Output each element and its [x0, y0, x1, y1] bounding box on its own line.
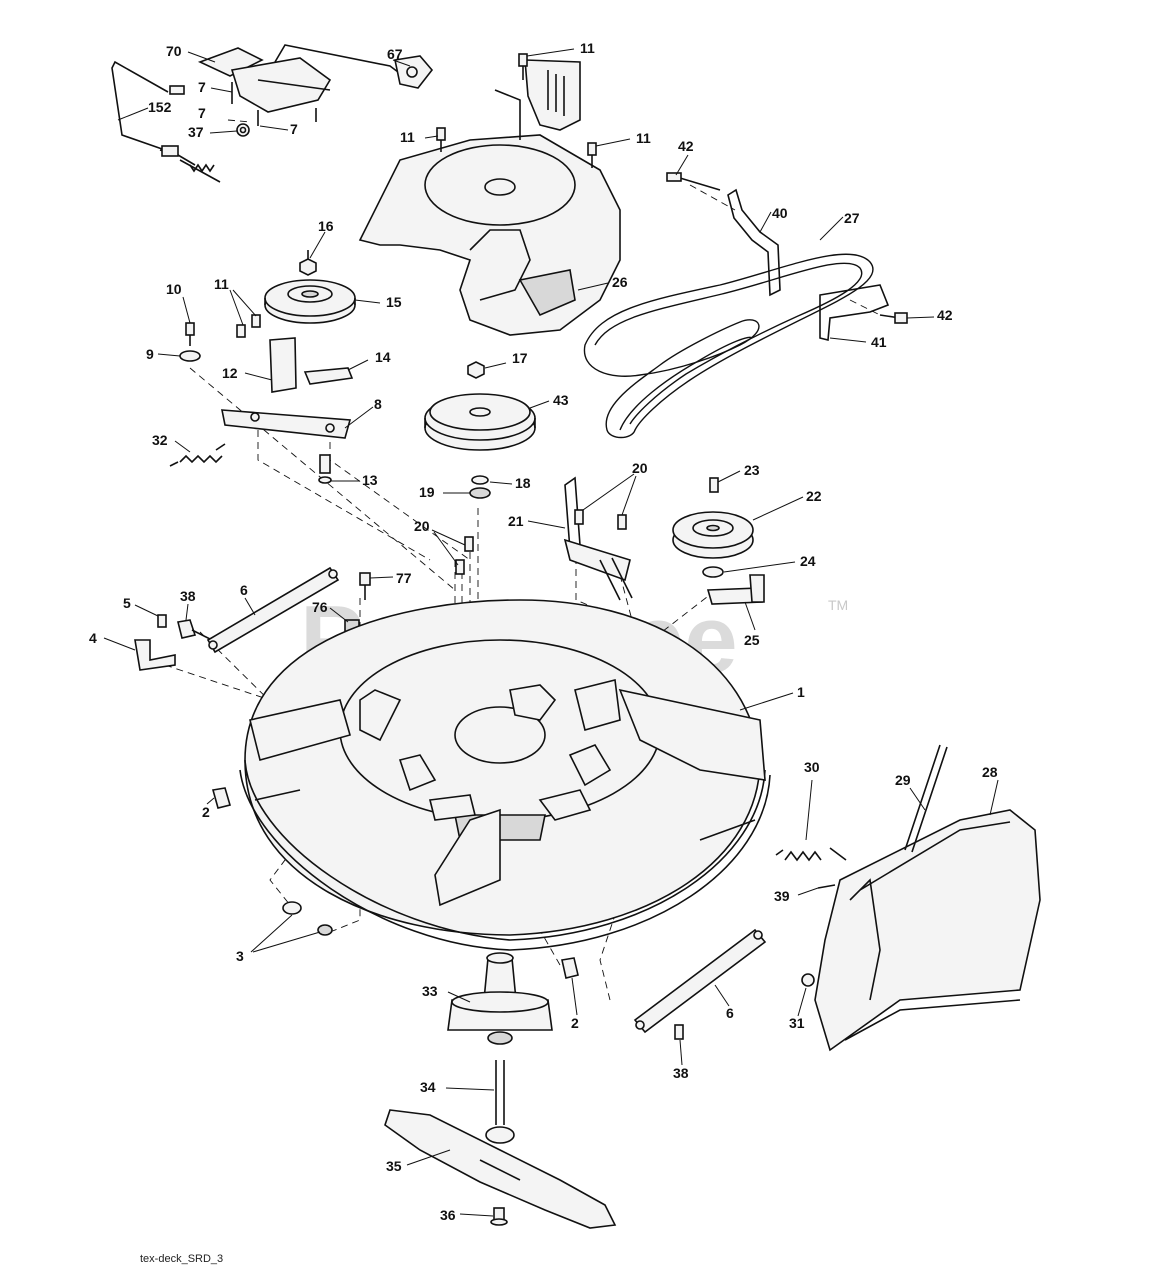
callout-38: 38	[673, 1065, 689, 1081]
callout-14: 14	[375, 349, 391, 365]
callout-28: 28	[982, 764, 998, 780]
idler-pulley-assembly	[169, 250, 356, 484]
callout-39: 39	[774, 888, 790, 904]
callout-77: 77	[396, 570, 412, 586]
callout-40: 40	[772, 205, 788, 221]
callout-32: 32	[152, 432, 168, 448]
callout-11: 11	[214, 276, 229, 292]
callout-70: 70	[166, 43, 182, 59]
discharge-chute	[775, 744, 1041, 1052]
callout-30: 30	[804, 759, 820, 775]
callout-7: 7	[198, 79, 206, 95]
callout-6: 6	[726, 1005, 734, 1021]
callout-15: 15	[386, 294, 402, 310]
callout-24: 24	[800, 553, 816, 569]
callout-7: 7	[198, 105, 206, 121]
callout-9: 9	[146, 346, 154, 362]
callout-labels: 70 67 7 7 152 37 7 11 11 11 42 40 27 16 …	[89, 40, 998, 1223]
callout-23: 23	[744, 462, 760, 478]
callout-6: 6	[240, 582, 248, 598]
spindle-and-blade	[211, 787, 767, 1229]
callout-25: 25	[744, 632, 760, 648]
callout-17: 17	[512, 350, 528, 366]
callout-11: 11	[580, 40, 595, 56]
callout-38: 38	[180, 588, 196, 604]
idler-arm-assembly	[455, 476, 633, 601]
diagram-reference-label: tex-deck_SRD_3	[140, 1253, 223, 1265]
callout-26: 26	[612, 274, 628, 290]
callout-42: 42	[937, 307, 953, 323]
mower-deck	[239, 599, 771, 951]
drive-pulley-assembly	[424, 361, 536, 499]
callout-10: 10	[166, 281, 182, 297]
control-linkage-assembly	[111, 44, 434, 183]
callout-2: 2	[202, 804, 210, 820]
callout-22: 22	[806, 488, 822, 504]
callout-12: 12	[222, 365, 238, 381]
callout-76: 76	[312, 599, 328, 615]
callout-43: 43	[553, 392, 569, 408]
callout-3: 3	[236, 948, 244, 964]
callout-7: 7	[290, 121, 298, 137]
callout-11: 11	[400, 129, 415, 145]
callout-31: 31	[789, 1015, 805, 1031]
right-idler-pulley	[672, 477, 765, 605]
callout-11: 11	[636, 130, 651, 146]
callout-1: 1	[797, 684, 805, 700]
callout-29: 29	[895, 772, 911, 788]
callout-42: 42	[678, 138, 694, 154]
callout-18: 18	[515, 475, 531, 491]
callout-35: 35	[386, 1158, 402, 1174]
callout-67: 67	[387, 46, 403, 62]
callout-21: 21	[508, 513, 524, 529]
callout-34: 34	[420, 1079, 436, 1095]
callout-8: 8	[374, 396, 382, 412]
pulley-cover-bracket	[358, 53, 621, 336]
callout-20: 20	[632, 460, 648, 476]
callout-2: 2	[571, 1015, 579, 1031]
left-deck-hardware	[134, 566, 371, 671]
callout-33: 33	[422, 983, 438, 999]
callout-37: 37	[188, 124, 204, 140]
callout-13: 13	[362, 472, 378, 488]
callout-16: 16	[318, 218, 334, 234]
callout-5: 5	[123, 595, 131, 611]
watermark-trademark: TM	[828, 597, 848, 613]
callout-20: 20	[414, 518, 430, 534]
callout-4: 4	[89, 630, 97, 646]
leader-lines	[103, 48, 999, 1217]
callout-36: 36	[440, 1207, 456, 1223]
callout-41: 41	[871, 334, 887, 350]
callout-27: 27	[844, 210, 860, 226]
callout-152: 152	[148, 99, 172, 115]
callout-19: 19	[419, 484, 435, 500]
